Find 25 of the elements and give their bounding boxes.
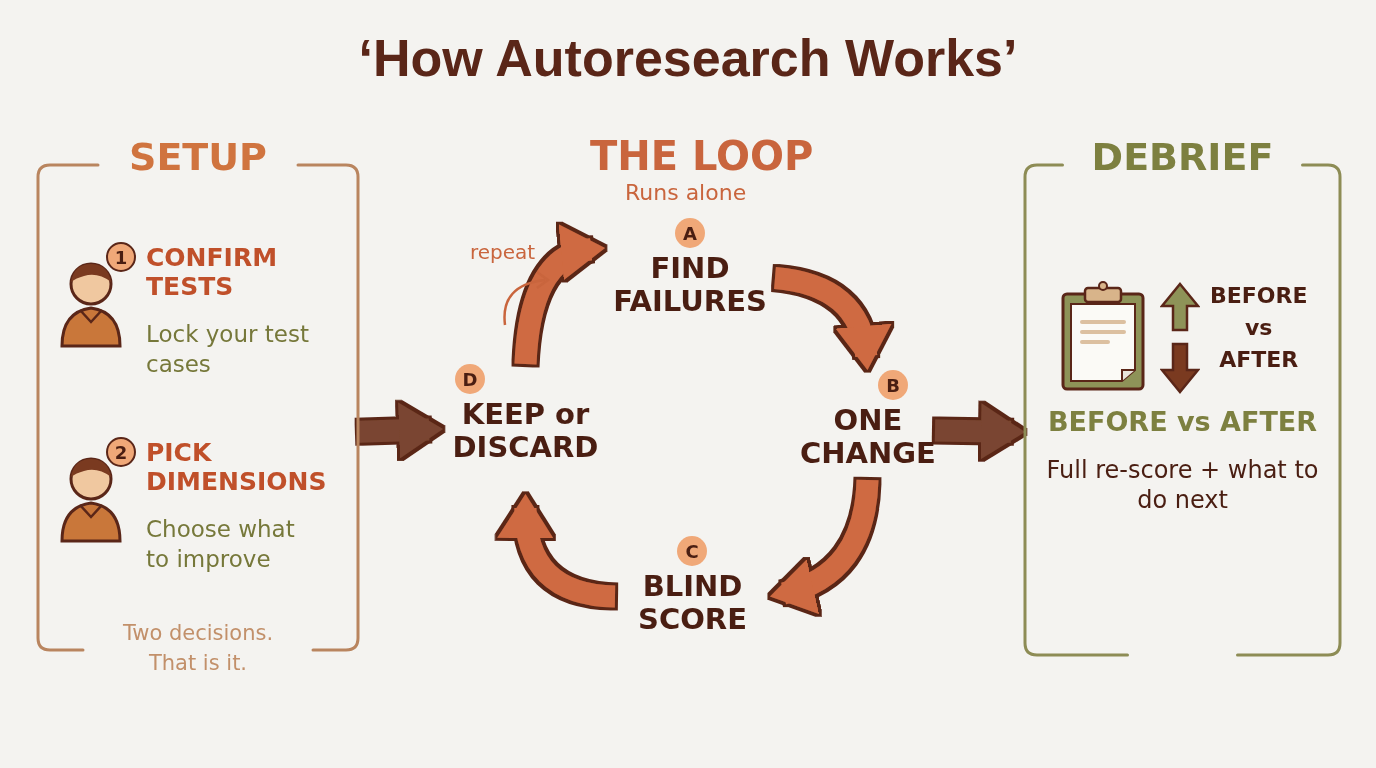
step-heading: FIND FAILURES bbox=[613, 252, 767, 319]
annotation-text: repeat bbox=[470, 240, 536, 264]
step-heading: ONE CHANGE bbox=[800, 404, 936, 471]
step-description: Lock your test cases bbox=[146, 320, 310, 379]
letter-badge: D bbox=[455, 364, 485, 394]
block-arrow bbox=[357, 402, 443, 459]
description-text: Full re-score + what to do next bbox=[1045, 454, 1320, 515]
subheading: Runs alone bbox=[625, 180, 747, 205]
result-heading: BEFORE vs AFTER bbox=[1047, 405, 1318, 439]
number-badge: 2 bbox=[106, 437, 136, 467]
letter-badge: A bbox=[675, 218, 705, 248]
section-heading: DEBRIEF bbox=[1091, 135, 1274, 179]
section-heading: THE LOOP bbox=[590, 133, 814, 179]
title: ‘How Autoresearch Works’ bbox=[358, 28, 1018, 88]
step-heading: BLIND SCORE bbox=[638, 570, 747, 637]
letter-badge: C bbox=[677, 536, 707, 566]
section-heading: SETUP bbox=[129, 135, 267, 179]
step-heading: KEEP or DISCARD bbox=[452, 398, 599, 465]
comparison-label: BEFORE vs AFTER bbox=[1210, 282, 1308, 374]
step-heading: CONFIRM TESTS bbox=[146, 244, 279, 302]
step-heading: PICK DIMENSIONS bbox=[146, 439, 328, 497]
step-description: Choose what to improve bbox=[146, 515, 296, 574]
number-badge: 1 bbox=[106, 242, 136, 272]
letter-badge: B bbox=[878, 370, 908, 400]
note-text: Two decisions. That is it. bbox=[121, 620, 275, 677]
